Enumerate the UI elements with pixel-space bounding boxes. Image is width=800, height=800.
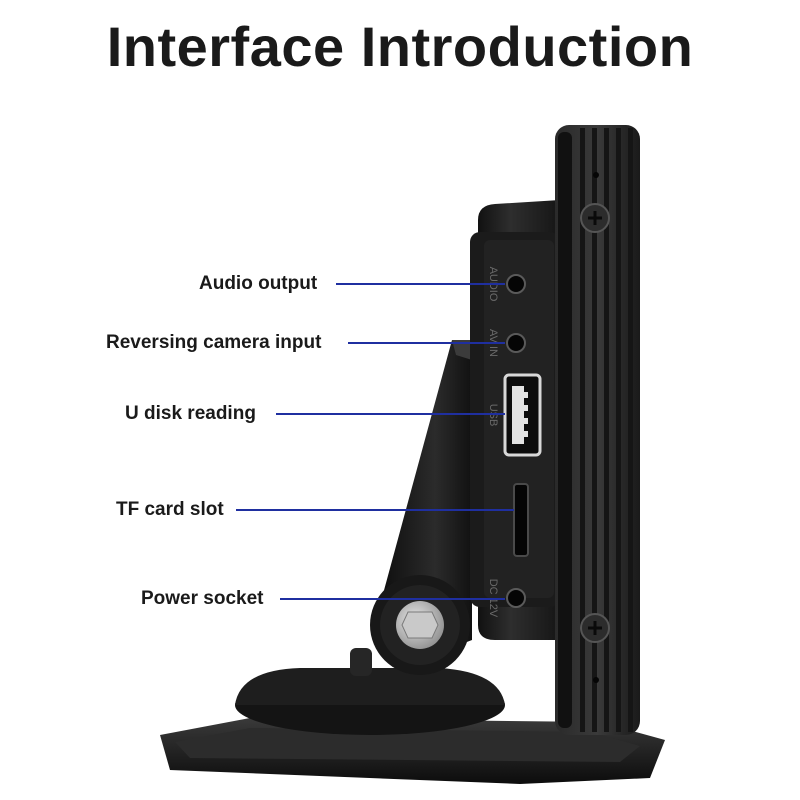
callout-label-audio-output: Audio output — [199, 273, 318, 294]
callout-label-u-disk-reading: U disk reading — [125, 403, 256, 424]
mount-base — [160, 648, 665, 784]
av-in-port-icon — [506, 333, 526, 353]
stand-arm — [370, 340, 472, 675]
tf-card-slot-icon — [513, 483, 529, 557]
callout-label-power-socket: Power socket — [141, 588, 264, 609]
usb-port-icon — [503, 373, 542, 457]
device-body — [555, 125, 640, 735]
callout-label-tf-card-slot: TF card slot — [116, 499, 224, 520]
callout-label-reversing-camera-input: Reversing camera input — [106, 332, 322, 353]
screw-bottom-icon — [580, 613, 610, 643]
power-socket-port-icon — [506, 588, 526, 608]
cooling-ribs — [580, 128, 633, 732]
screw-top-icon — [580, 203, 610, 233]
leader-lines — [236, 283, 514, 600]
audio-output-port-icon — [506, 274, 526, 294]
page-title: Interface Introduction — [106, 15, 694, 78]
